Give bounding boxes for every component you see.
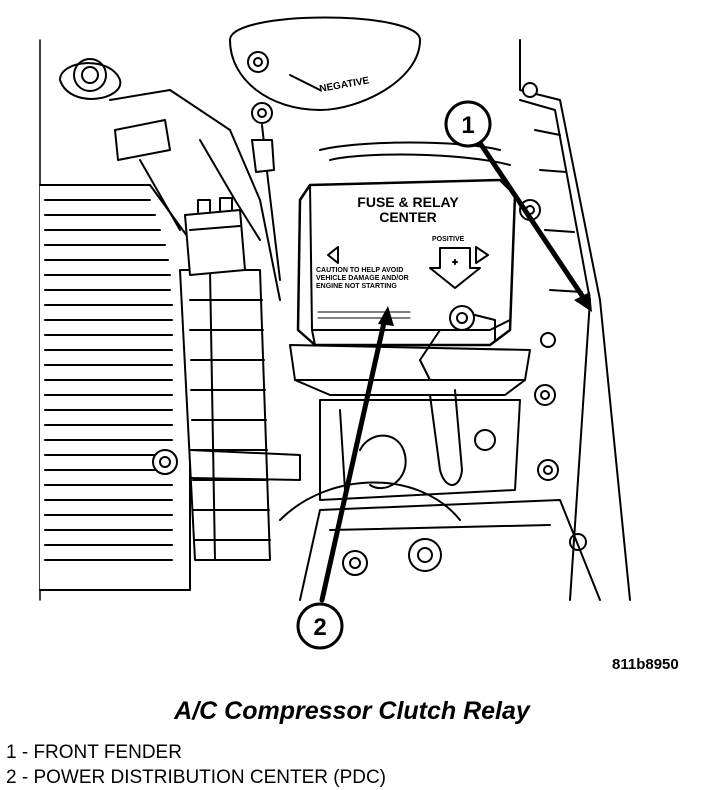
pdc-title-line2: CENTER [379, 209, 437, 225]
figure-caption: A/C Compressor Clutch Relay [174, 697, 530, 725]
callout-1-number: 1 [461, 112, 474, 139]
callout-2-number: 2 [313, 614, 326, 641]
caution-line-3: ENGINE NOT STARTING [316, 283, 397, 290]
pdc-housing [289, 178, 531, 396]
caution-line-2: VEHICLE DAMAGE AND/OR [316, 275, 409, 282]
caution-line-1: CAUTION TO HELP AVOID [316, 267, 403, 274]
positive-terminal [419, 305, 496, 381]
legend-item-1: 1 - FRONT FENDER [6, 742, 182, 763]
leader-line-1 [475, 137, 588, 303]
positive-label: POSITIVE [432, 236, 465, 243]
negative-terminal [251, 102, 281, 281]
leader-arrow-1 [574, 292, 592, 312]
callout-2: 2 [296, 602, 344, 650]
leader-line-2 [319, 315, 388, 603]
figure-id: 811b8950 [612, 656, 679, 673]
legend-item-2: 2 - POWER DISTRIBUTION CENTER (PDC) [6, 767, 387, 788]
pdc-title-line1: FUSE & RELAY [357, 194, 459, 210]
lower-frame [189, 449, 601, 601]
radiator-grille [39, 184, 191, 591]
legend: 1 - FRONT FENDER 2 - POWER DISTRIBUTION … [6, 740, 386, 790]
battery-tray [319, 389, 521, 501]
callout-1: 1 [444, 100, 492, 148]
leader-arrow-2 [378, 306, 394, 326]
fan-shroud [179, 269, 271, 561]
relay-connector [184, 197, 246, 276]
engine-bay-diagram: NEGATIVE FUSE & RELAY CENTER POSITIVE CA… [39, 16, 631, 650]
battery-cable [59, 58, 281, 301]
